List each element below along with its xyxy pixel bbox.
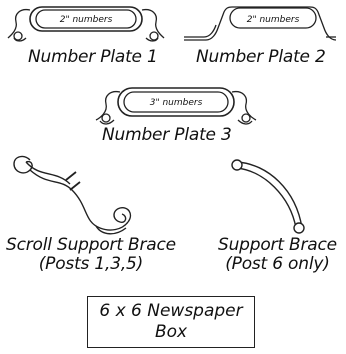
number-plate-1-drawing: 2" numbers [7,6,165,42]
number-plate-1-inner-text: 2" numbers [60,15,113,25]
support-brace-title: Support Brace [218,235,337,255]
support-brace-posts: (Post 6 only) [225,254,330,274]
support-brace-drawing [231,159,305,234]
scroll-support-brace-drawing [13,155,132,235]
scroll-support-brace-posts: (Posts 1,3,5) [38,254,144,274]
number-plate-1-label: Number Plate 1 [28,47,158,67]
support-brace-label: Support Brace (Post 6 only) [218,236,337,274]
number-plate-3-drawing: 3" numbers [95,87,257,125]
number-plate-3-label: Number Plate 3 [102,125,232,145]
number-plate-3-inner-text: 3" numbers [150,98,203,108]
newspaper-box: 6 x 6 Newspaper Box [87,296,255,348]
number-plate-2-inner-text: 2" numbers [247,15,300,25]
scroll-support-brace-title: Scroll Support Brace [6,235,176,255]
scroll-support-brace-label: Scroll Support Brace (Posts 1,3,5) [6,236,176,274]
newspaper-box-line1: 6 x 6 Newspaper [99,301,243,321]
newspaper-box-line2: Box [154,322,188,342]
number-plate-2-drawing: 2" numbers [184,6,337,41]
number-plate-2-label: Number Plate 2 [196,47,326,67]
